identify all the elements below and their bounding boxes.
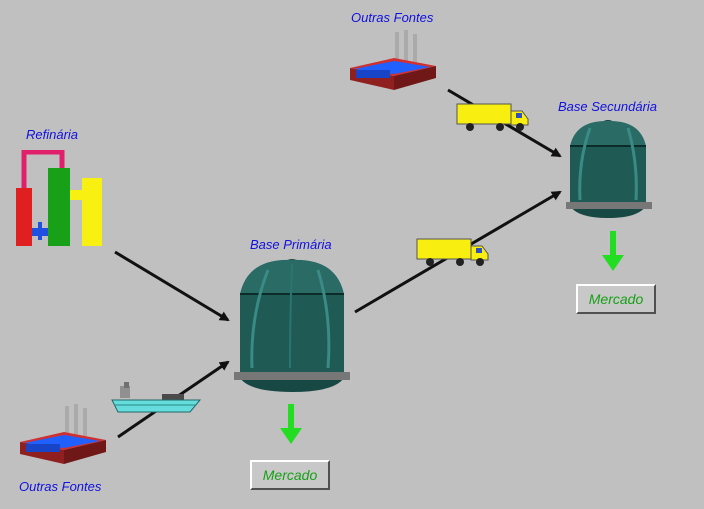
factory-icon[interactable] — [18, 402, 110, 466]
mercado-button-base-secundaria[interactable]: Mercado — [576, 284, 656, 314]
down-arrow-icon — [602, 231, 624, 271]
label-refinaria: Refinária — [26, 127, 79, 142]
storage-tank-icon[interactable] — [566, 118, 654, 222]
factory-icon[interactable] — [348, 28, 440, 92]
label-base-secundaria: Base Secundária — [558, 99, 658, 114]
label-base-primaria: Base Primária — [250, 237, 332, 252]
arrow-refinaria-to-base-primaria — [114, 250, 230, 322]
mercado-button-base-primaria[interactable]: Mercado — [250, 460, 330, 490]
label-outras-fontes-bottom: Outras Fontes — [19, 479, 102, 494]
label-outras-fontes-top: Outras Fontes — [351, 10, 434, 25]
truck-icon[interactable] — [416, 238, 490, 268]
ship-icon[interactable] — [110, 380, 202, 416]
refinery-icon[interactable] — [14, 150, 106, 250]
truck-icon[interactable] — [456, 103, 530, 133]
down-arrow-icon — [280, 404, 302, 444]
storage-tank-icon[interactable] — [234, 256, 352, 396]
